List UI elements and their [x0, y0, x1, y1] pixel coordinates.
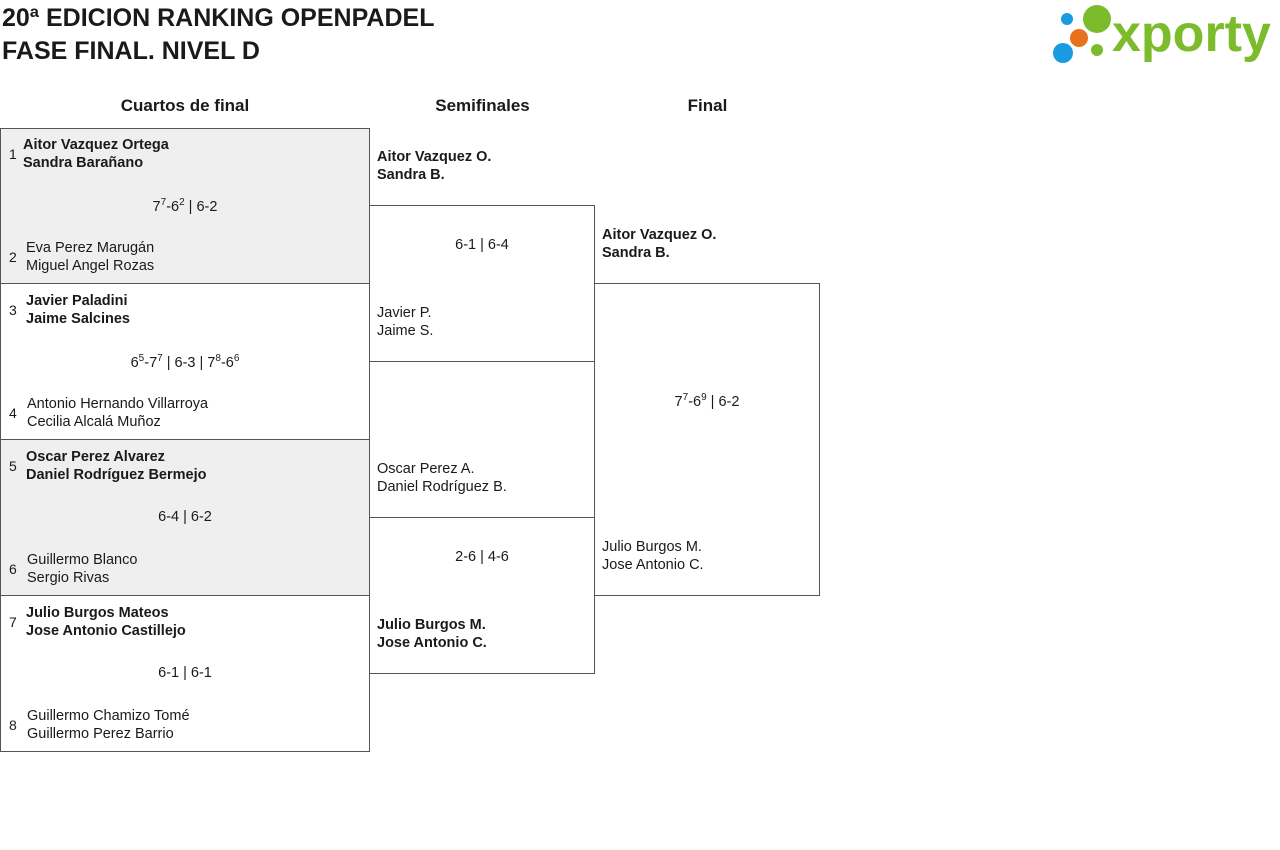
- team-winner: Javier Paladini Jaime Salcines: [26, 292, 130, 328]
- seed-number: 1: [9, 146, 17, 162]
- player-name: Jaime S.: [377, 323, 434, 339]
- player-name: Daniel Rodríguez B.: [377, 479, 507, 495]
- seed-number: 5: [9, 458, 17, 474]
- final-team-winner: Aitor Vazquez O. Sandra B.: [602, 226, 716, 262]
- semifinal-1-team-winner: Aitor Vazquez O. Sandra B.: [377, 148, 491, 184]
- tiebreak-score: 7: [160, 197, 167, 208]
- player-name: Sandra B.: [602, 245, 670, 261]
- seed-number: 6: [9, 561, 17, 577]
- team-loser: Eva Perez Marugán Miguel Angel Rozas: [26, 239, 154, 275]
- page-title: 20ª EDICION RANKING OPENPADEL: [2, 4, 435, 32]
- tiebreak-score: 7: [157, 353, 163, 364]
- player-name: Cecilia Alcalá Muñoz: [27, 414, 161, 430]
- semifinal-1-team-loser: Javier P. Jaime S.: [377, 304, 433, 340]
- quarterfinal-match-2: 3 Javier Paladini Jaime Salcines 65-77 |…: [0, 283, 370, 440]
- page-subtitle: FASE FINAL. NIVEL D: [2, 37, 260, 65]
- logo-dots-icon: [1053, 5, 1111, 63]
- semifinal-2-team-winner: Julio Burgos M. Jose Antonio C.: [377, 616, 487, 652]
- tiebreak-score: 7: [682, 392, 689, 403]
- match-score: 77-69 | 6-2: [674, 392, 740, 410]
- round-header-final: Final: [687, 96, 728, 115]
- quarterfinal-match-4: 7 Julio Burgos Mateos Jose Antonio Casti…: [0, 595, 370, 752]
- tiebreak-score: 8: [215, 353, 221, 364]
- player-name: Julio Burgos M.: [602, 539, 702, 555]
- semifinal-2-team-loser: Oscar Perez A. Daniel Rodríguez B.: [377, 460, 507, 496]
- xporty-logo: xporty: [1050, 4, 1278, 68]
- team-winner: Oscar Perez Alvarez Daniel Rodríguez Ber…: [26, 448, 206, 484]
- player-name: Guillermo Blanco: [27, 552, 138, 568]
- logo-text: xporty: [1112, 5, 1271, 63]
- player-name: Eva Perez Marugán: [26, 240, 155, 256]
- player-name: Guillermo Chamizo Tomé: [27, 708, 190, 724]
- tiebreak-score: 2: [179, 197, 185, 208]
- seed-number: 7: [9, 614, 17, 630]
- match-score: 2-6 | 4-6: [455, 549, 509, 565]
- match-score: 65-77 | 6-3 | 78-66: [130, 353, 240, 371]
- tiebreak-score: 5: [138, 353, 145, 364]
- seed-number: 4: [9, 405, 17, 421]
- team-loser: Guillermo Blanco Sergio Rivas: [27, 551, 137, 587]
- quarterfinal-match-3: 5 Oscar Perez Alvarez Daniel Rodríguez B…: [0, 439, 370, 596]
- player-name: Jaime Salcines: [26, 311, 130, 327]
- player-name: Guillermo Perez Barrio: [27, 726, 174, 742]
- quarterfinal-match-1: 1 Aitor Vazquez Ortega Sandra Barañano 7…: [0, 128, 370, 284]
- player-name: Julio Burgos Mateos: [26, 605, 169, 621]
- tiebreak-score: 9: [701, 392, 707, 403]
- team-loser: Antonio Hernando Villarroya Cecilia Alca…: [27, 395, 208, 431]
- player-name: Jose Antonio Castillejo: [26, 623, 186, 639]
- player-name: Aitor Vazquez Ortega: [23, 137, 169, 153]
- player-name: Aitor Vazquez O.: [602, 227, 717, 243]
- player-name: Antonio Hernando Villarroya: [27, 396, 209, 412]
- seed-number: 2: [9, 249, 17, 265]
- round-header-semifinals: Semifinales: [435, 96, 530, 115]
- final-match: 77-69 | 6-2: [594, 283, 820, 596]
- final-team-loser: Julio Burgos M. Jose Antonio C.: [602, 538, 704, 574]
- player-name: Sandra B.: [377, 167, 445, 183]
- player-name: Daniel Rodríguez Bermejo: [26, 467, 207, 483]
- team-winner: Aitor Vazquez Ortega Sandra Barañano: [23, 136, 169, 172]
- round-header-quarterfinals: Cuartos de final: [120, 96, 250, 115]
- player-name: Miguel Angel Rozas: [26, 258, 155, 274]
- match-score: 6-1 | 6-1: [158, 665, 212, 681]
- team-winner: Julio Burgos Mateos Jose Antonio Castill…: [26, 604, 186, 640]
- player-name: Julio Burgos M.: [377, 617, 486, 633]
- player-name: Sergio Rivas: [27, 570, 110, 586]
- player-name: Javier Paladini: [26, 293, 128, 309]
- match-score: 77-62 | 6-2: [152, 197, 218, 215]
- match-score: 6-1 | 6-4: [455, 237, 509, 253]
- match-score: 6-4 | 6-2: [158, 509, 212, 525]
- player-name: Oscar Perez A.: [377, 461, 475, 477]
- player-name: Javier P.: [377, 305, 432, 321]
- player-name: Oscar Perez Alvarez: [26, 449, 165, 465]
- team-loser: Guillermo Chamizo Tomé Guillermo Perez B…: [27, 707, 190, 743]
- player-name: Jose Antonio C.: [377, 635, 487, 651]
- tiebreak-score: 6: [233, 353, 240, 364]
- player-name: Sandra Barañano: [23, 155, 144, 171]
- seed-number: 3: [9, 302, 17, 318]
- player-name: Jose Antonio C.: [602, 557, 704, 573]
- player-name: Aitor Vazquez O.: [377, 149, 492, 165]
- seed-number: 8: [9, 717, 17, 733]
